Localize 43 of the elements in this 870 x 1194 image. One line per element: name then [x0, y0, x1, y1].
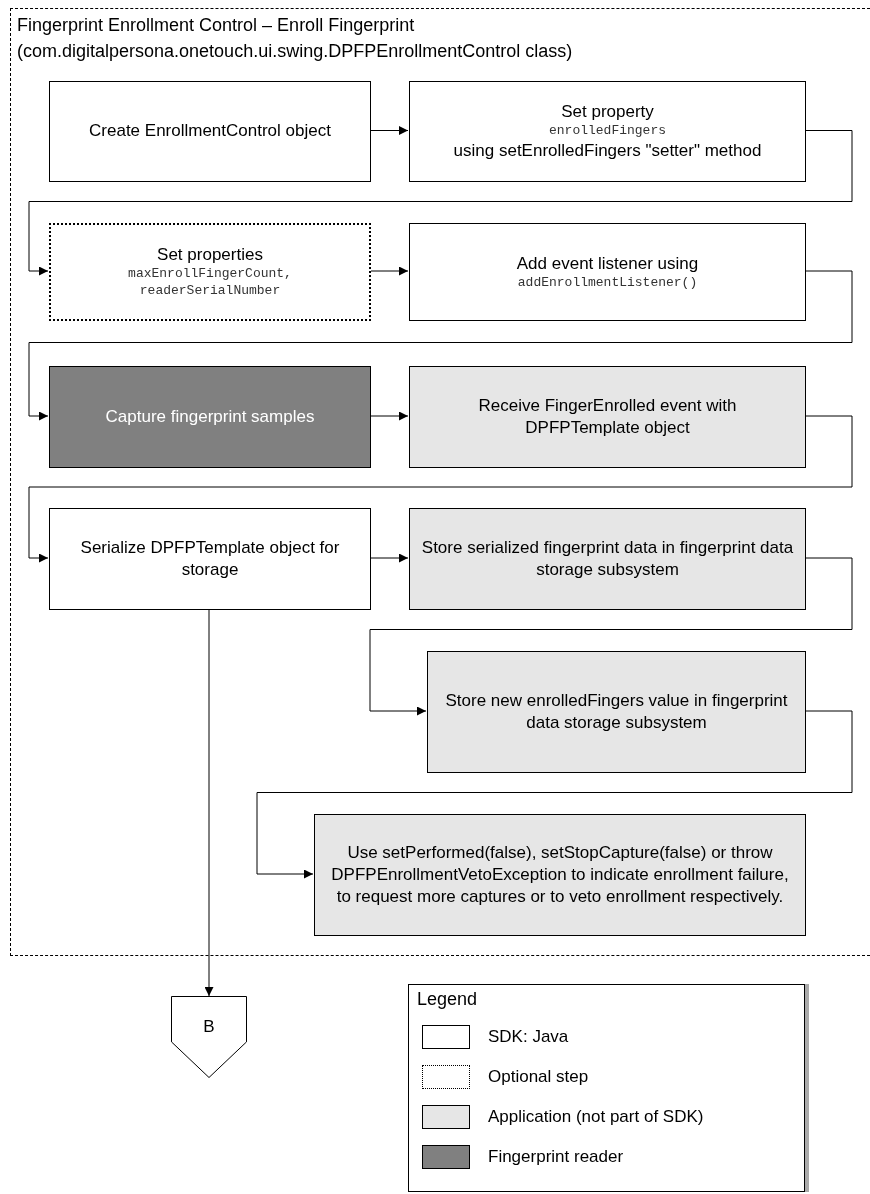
arrow [256, 710, 853, 879]
process-box [409, 366, 806, 468]
legend-text: Fingerprint reader [488, 1147, 624, 1167]
arrow [28, 415, 853, 563]
frame-title: Fingerprint Enrollment Control – Enroll Fingerprint [17, 14, 415, 37]
step-text: Capture fingerprint samples [105, 405, 315, 428]
legend-title: Legend [417, 989, 478, 1010]
connector-label: B [203, 1016, 215, 1038]
code-text: maxEnrollFingerCount, readerSerialNumber [127, 266, 293, 300]
arrow [28, 270, 853, 421]
process-box [49, 81, 371, 182]
step-text: Serialize DPFPTemplate object for storage [79, 536, 341, 581]
process-box [409, 508, 806, 610]
process-box [314, 814, 806, 936]
process-box [427, 651, 806, 773]
step-text: Store new enrolledFingers value in fingerprint data storage subsystem [444, 689, 789, 734]
step-text: Set property [561, 100, 654, 123]
frame-subtitle: (com.digitalpersona.onetouch.ui.swing.DPFPEnrollmentControl class) [17, 40, 573, 64]
legend-text: Application (not part of SDK) [488, 1107, 704, 1127]
process-box [409, 223, 806, 321]
step-text: Store serialized fingerprint data in fingerprint data storage subsystem [420, 536, 795, 581]
process-box [409, 81, 806, 182]
arrow [28, 130, 853, 276]
group-frame [10, 8, 870, 956]
code-text: addEnrollmentListener() [517, 274, 698, 292]
code-text: enrolledFingers [549, 123, 666, 140]
off-page-connector [171, 996, 247, 1078]
step-text: Create EnrollmentControl object [89, 120, 331, 143]
arrow [369, 411, 409, 421]
optional-step-box [49, 223, 371, 321]
process-box [49, 366, 371, 468]
arrow [369, 557, 853, 716]
arrow [369, 126, 409, 135]
arrow [369, 553, 409, 563]
legend-text: Optional step [488, 1067, 589, 1087]
step-text: Receive FingerEnrolled event with DPFPTemplate object [477, 394, 738, 439]
step-text: Add event listener using [516, 252, 699, 275]
legend-text: SDK: Java [488, 1027, 569, 1047]
step-text: Use setPerformed(false), setStopCapture(false) or throw DPFPEnrollmentVetoException to indicate enrollment failure, to request more captures or to veto enrollment respectively. [330, 841, 790, 909]
step-text: Set properties [157, 244, 263, 267]
arrow [204, 608, 214, 997]
process-box [49, 508, 371, 610]
step-text: using setEnrolledFingers "setter" method [453, 139, 762, 162]
